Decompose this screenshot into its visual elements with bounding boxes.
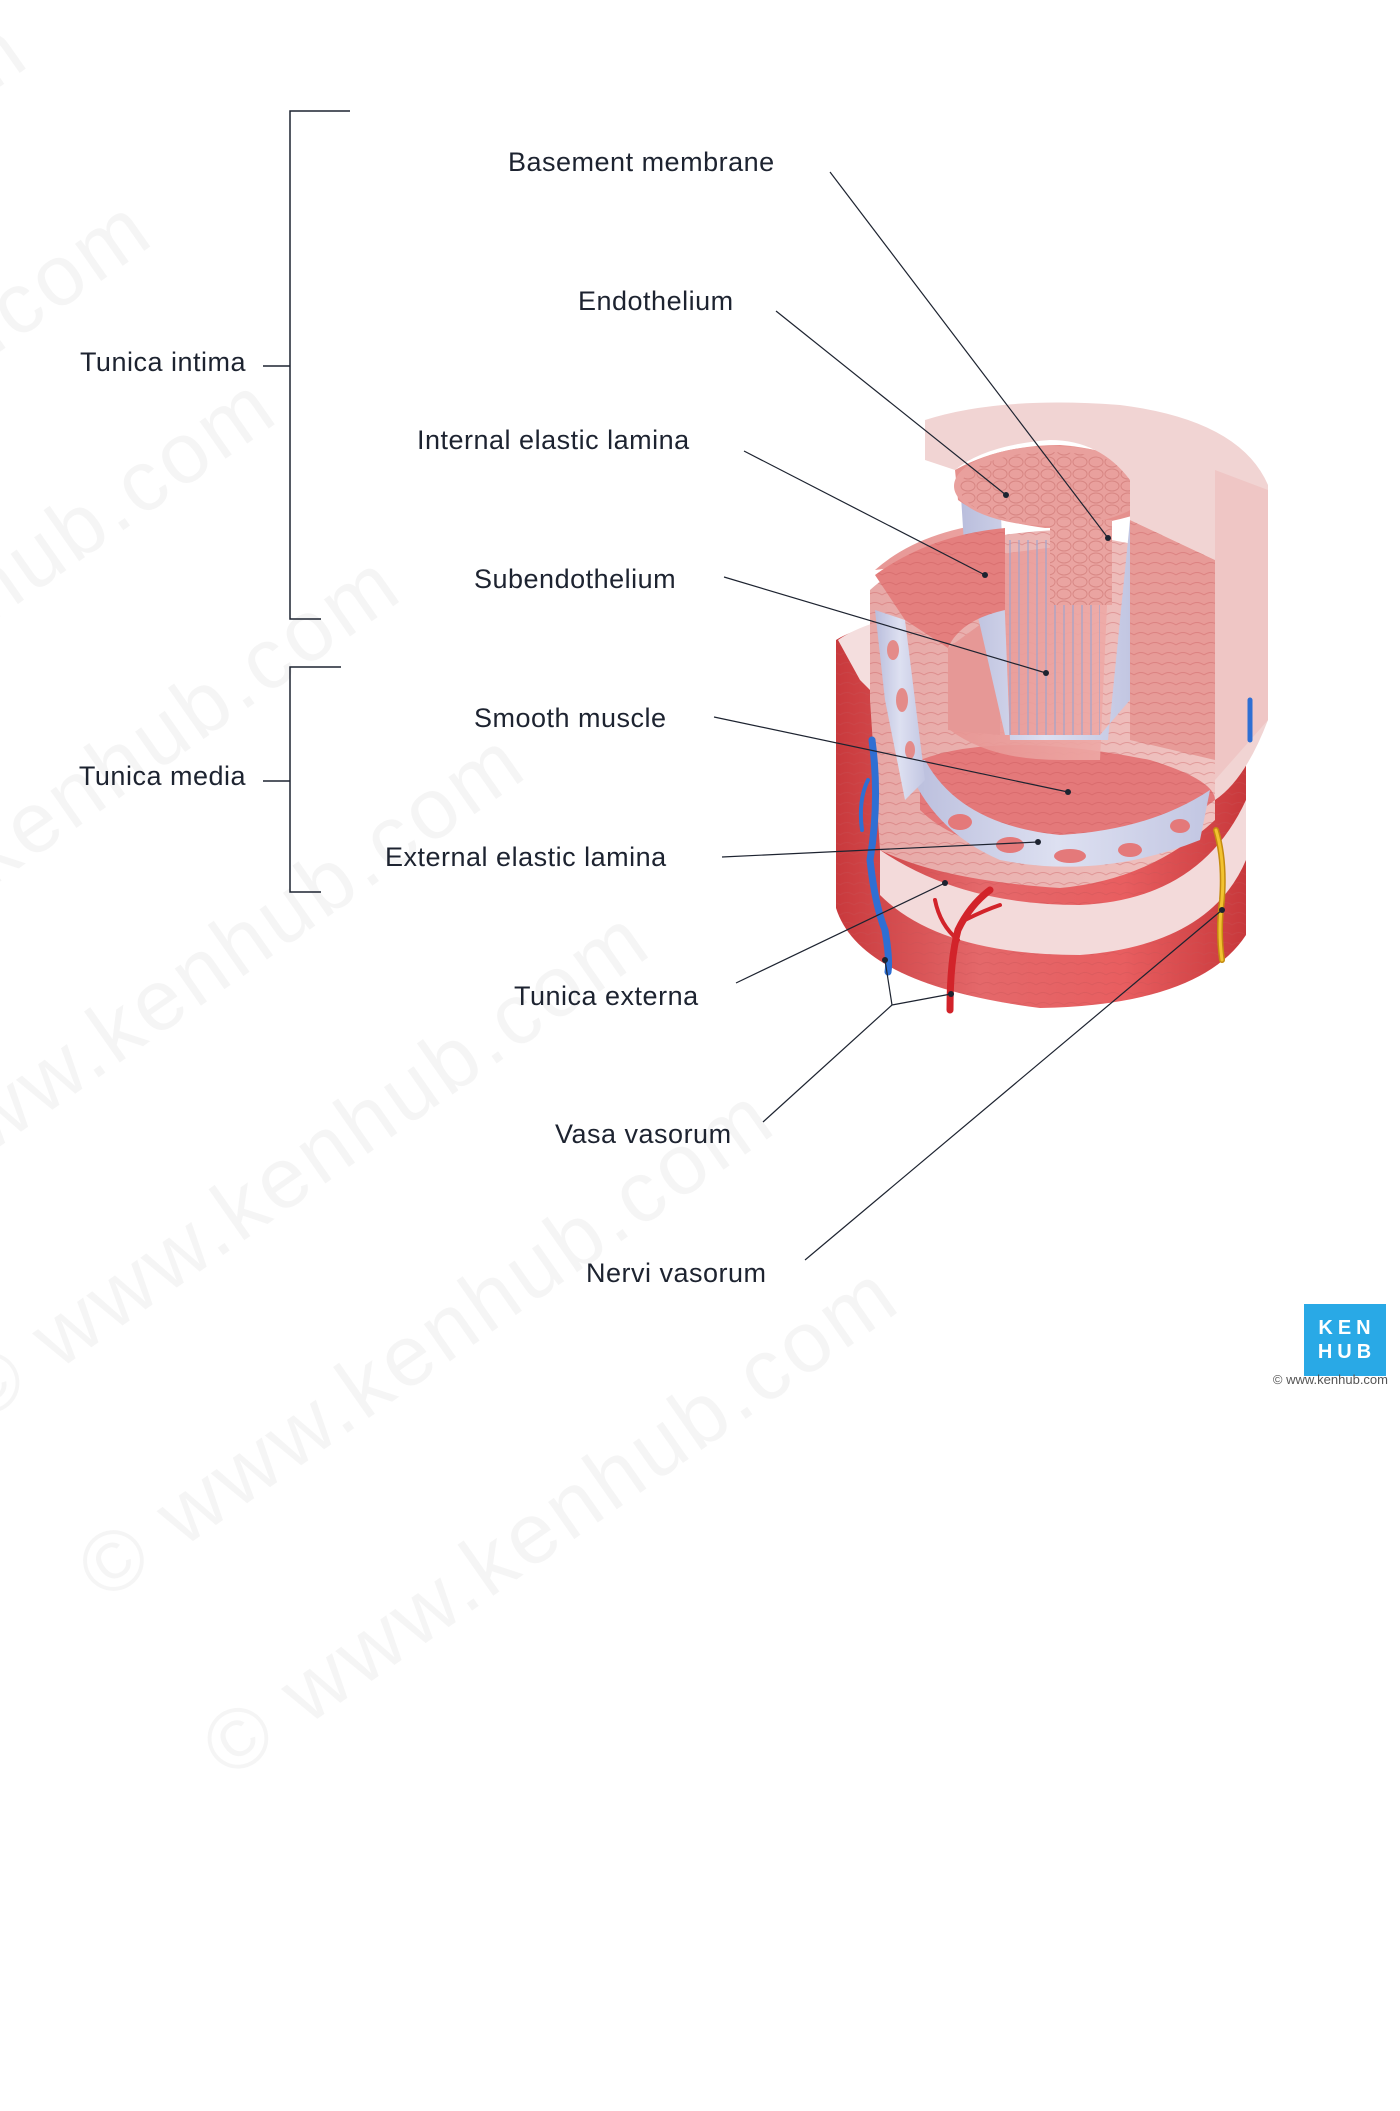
leader-vasa bbox=[762, 1004, 893, 1123]
smooth-muscle-label: Smooth muscle bbox=[474, 703, 667, 733]
logo-line-2: HUB bbox=[1317, 1341, 1377, 1363]
vasa-vasorum-vessels bbox=[858, 697, 1253, 1014]
leader-external-elastic bbox=[721, 841, 1039, 858]
leader-nervi bbox=[804, 909, 1223, 1261]
leader-lines bbox=[713, 171, 1223, 1261]
leader-smooth-muscle bbox=[713, 716, 1069, 793]
logo-line-1: KEN bbox=[1318, 1317, 1376, 1339]
leader-subendothelium bbox=[723, 576, 1047, 674]
leader-externa bbox=[735, 882, 946, 984]
internal-elastic-lamina-label: Internal elastic lamina bbox=[417, 425, 690, 455]
basement-membrane-label: Basement membrane bbox=[508, 147, 775, 177]
leader-endothelium bbox=[775, 310, 1007, 496]
subendothelium-label: Subendothelium bbox=[474, 564, 677, 594]
nervi-vasorum-nerve bbox=[1213, 827, 1226, 963]
leader-basement bbox=[829, 171, 1109, 539]
tunica-media-label: Tunica media bbox=[78, 761, 246, 791]
external-elastic-lamina-label: External elastic lamina bbox=[385, 842, 667, 872]
leader-internal-elastic bbox=[743, 450, 986, 576]
vasa-vasorum-label: Vasa vasorum bbox=[555, 1119, 732, 1149]
tunica-intima-bracket bbox=[263, 110, 350, 620]
endothelium-label: Endothelium bbox=[578, 286, 734, 316]
artery-wall-diagram bbox=[263, 110, 1268, 1261]
tunica-media-bracket bbox=[263, 666, 341, 893]
kenhub-logo: KEN HUB bbox=[1304, 1304, 1386, 1376]
tunica-externa-label: Tunica externa bbox=[514, 981, 699, 1011]
nervi-vasorum-label: Nervi vasorum bbox=[586, 1258, 767, 1288]
tunica-intima-label: Tunica intima bbox=[79, 347, 246, 377]
tunica-intima-layer bbox=[875, 402, 1268, 800]
credit-text: © www.kenhub.com bbox=[1272, 1372, 1388, 1387]
leader-dots bbox=[882, 492, 1225, 997]
